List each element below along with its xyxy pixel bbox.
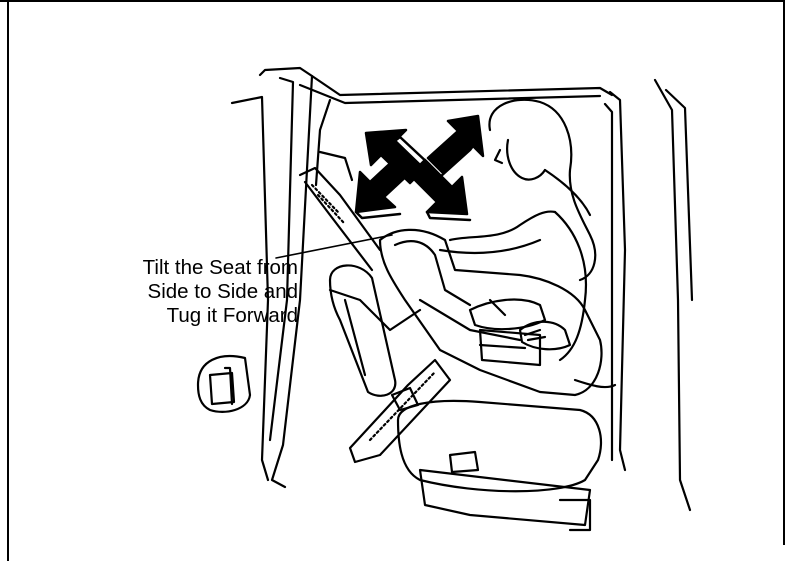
- rear-seat: [330, 265, 601, 530]
- direction-arrows: [356, 116, 483, 220]
- arrow-up-right-icon: [428, 116, 483, 177]
- callout-leader-line: [276, 235, 392, 258]
- callout-label: Tilt the Seat from Side to Side and Tug …: [78, 256, 298, 328]
- child-safety-seat: [380, 230, 602, 395]
- arrow-down-left-icon: [356, 156, 412, 218]
- door-handle-icon: [198, 356, 250, 412]
